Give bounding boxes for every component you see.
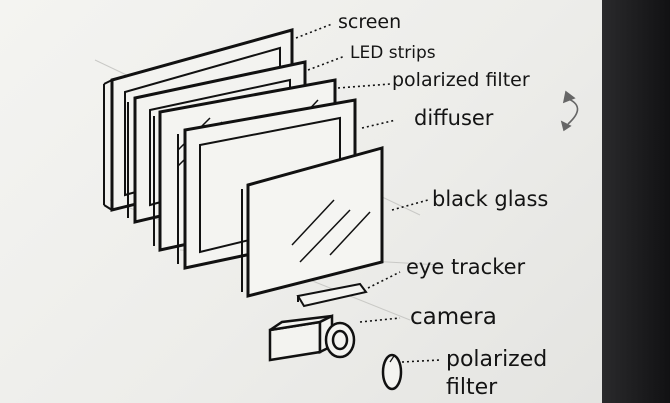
- camera-device: [268, 313, 356, 362]
- label-polarized-filter-top: polarized filter: [392, 69, 530, 91]
- round-polarized-filter: [381, 353, 403, 391]
- dark-desk-edge: [602, 0, 670, 403]
- label-screen: screen: [338, 11, 401, 33]
- leader-lines: [295, 23, 441, 363]
- rotation-arrow-icon: [560, 90, 579, 132]
- label-camera: camera: [410, 304, 497, 330]
- label-polarized-filter-bottom-2: filter: [446, 375, 498, 400]
- black-glass-layer: [241, 146, 384, 298]
- label-black-glass: black glass: [432, 187, 548, 211]
- eye-tracker-device: [296, 282, 368, 308]
- label-diffuser: diffuser: [414, 106, 494, 130]
- label-eye-tracker: eye tracker: [406, 255, 526, 279]
- label-polarized-filter-bottom-1: polarized: [446, 347, 547, 372]
- label-led-strips: LED strips: [350, 43, 436, 63]
